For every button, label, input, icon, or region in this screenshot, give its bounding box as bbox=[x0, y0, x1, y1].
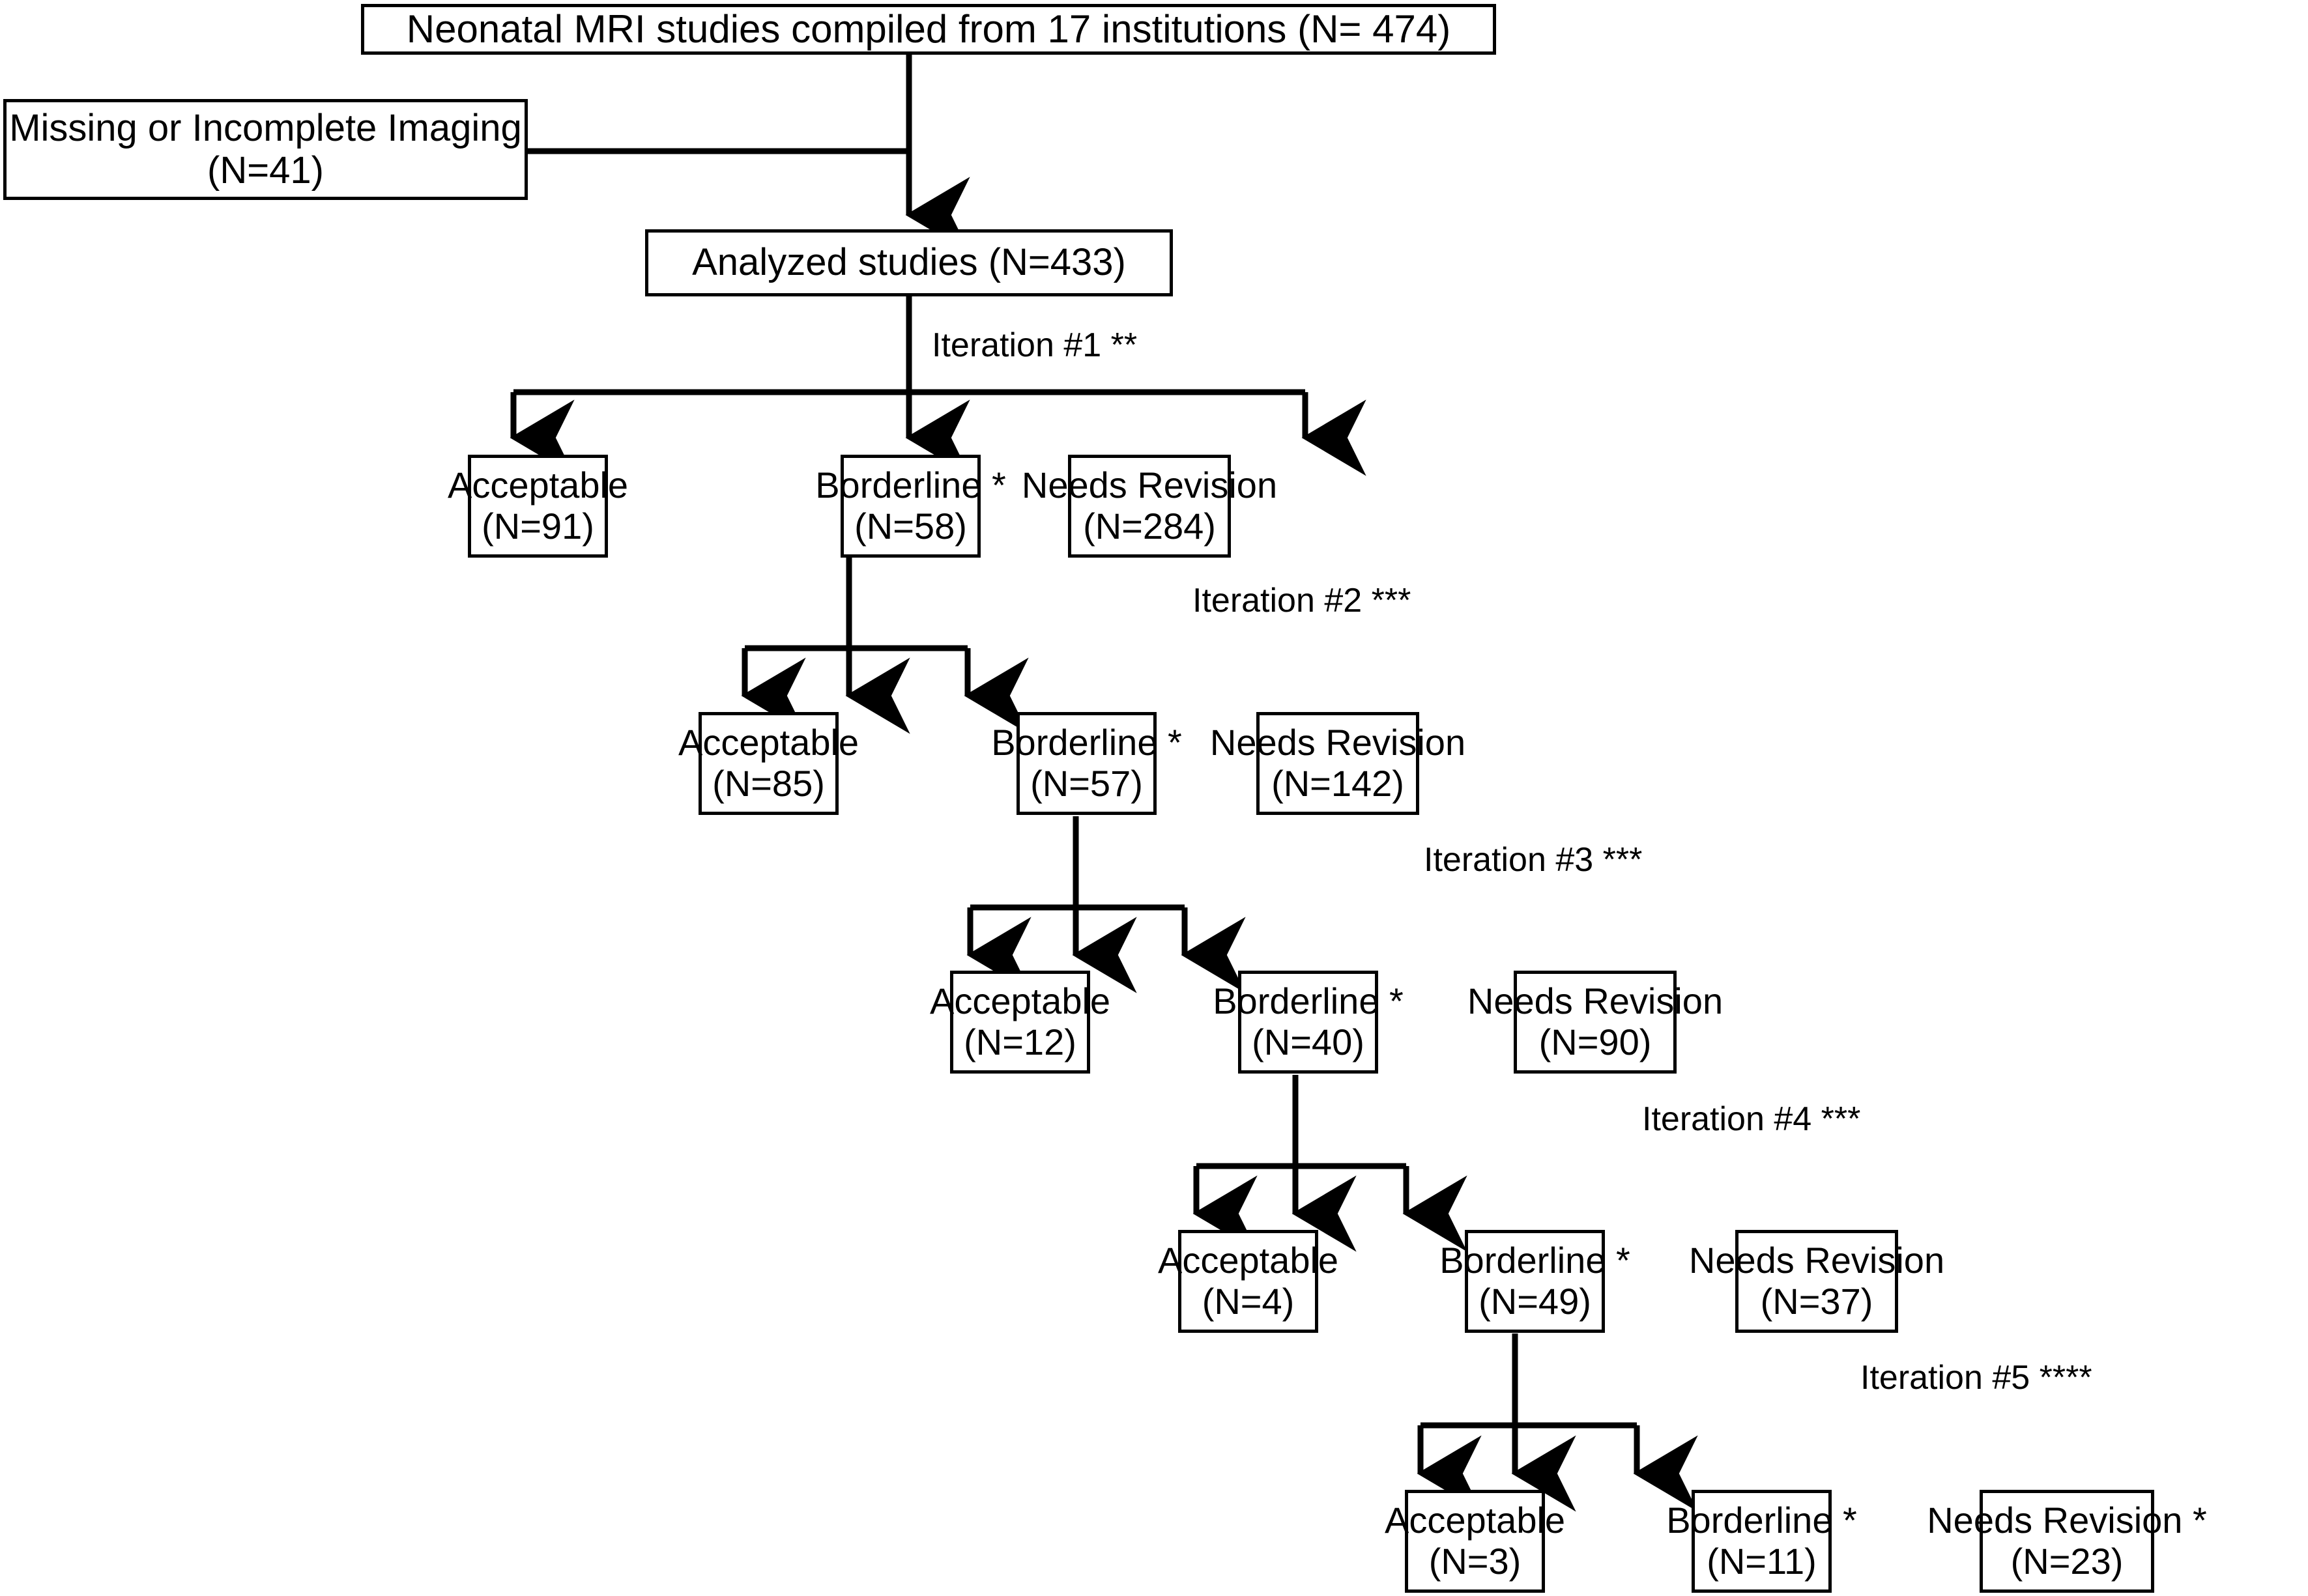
node-count: (N=57) bbox=[1030, 763, 1143, 804]
node-label: Needs Revision * bbox=[1927, 1500, 2207, 1541]
node-count: (N=12) bbox=[964, 1021, 1076, 1062]
node-iter5-acceptable[interactable]: Acceptable (N=3) bbox=[1385, 1490, 1565, 1593]
node-iter1-borderline[interactable]: Borderline * (N=58) bbox=[815, 455, 1006, 558]
node-iter1-acceptable[interactable]: Acceptable (N=91) bbox=[448, 455, 628, 558]
node-count: (N=37) bbox=[1760, 1281, 1873, 1322]
edge-label-iteration-3: Iteration #3 *** bbox=[1424, 841, 1643, 879]
edge-label-iteration-1: Iteration #1 ** bbox=[932, 326, 1138, 364]
node-count: (N=40) bbox=[1252, 1021, 1364, 1062]
node-count: (N=91) bbox=[482, 506, 594, 547]
node-iter4-needs-revision[interactable]: Needs Revision (N=37) bbox=[1689, 1230, 1944, 1333]
node-iter3-borderline[interactable]: Borderline * (N=40) bbox=[1213, 971, 1404, 1074]
node-source-label: Neonatal MRI studies compiled from 17 in… bbox=[406, 7, 1451, 51]
edge-label-iteration-2: Iteration #2 *** bbox=[1192, 582, 1411, 620]
node-label: Acceptable bbox=[1384, 1500, 1566, 1541]
edge-label-iteration-4: Iteration #4 *** bbox=[1642, 1100, 1861, 1138]
node-iter4-borderline[interactable]: Borderline * (N=49) bbox=[1439, 1230, 1630, 1333]
node-count: (N=23) bbox=[2010, 1541, 2124, 1582]
node-iter1-needs-revision[interactable]: Needs Revision (N=284) bbox=[1022, 455, 1277, 558]
node-label: Acceptable bbox=[929, 980, 1111, 1022]
node-count: (N=85) bbox=[712, 763, 825, 804]
node-count: (N=3) bbox=[1428, 1541, 1522, 1582]
node-count: (N=49) bbox=[1479, 1281, 1591, 1322]
node-label: Acceptable bbox=[678, 722, 859, 763]
node-excluded-count: (N=41) bbox=[207, 149, 324, 192]
node-label: Needs Revision bbox=[1209, 722, 1466, 763]
node-count: (N=58) bbox=[854, 506, 967, 547]
node-iter2-acceptable[interactable]: Acceptable (N=85) bbox=[678, 712, 859, 815]
node-count: (N=142) bbox=[1271, 763, 1404, 804]
edge-label-iteration-5: Iteration #5 **** bbox=[1860, 1359, 2092, 1397]
node-iter5-needs-revision[interactable]: Needs Revision * (N=23) bbox=[1927, 1490, 2207, 1593]
node-iter4-acceptable[interactable]: Acceptable (N=4) bbox=[1158, 1230, 1338, 1333]
node-source-studies[interactable]: Neonatal MRI studies compiled from 17 in… bbox=[361, 4, 1496, 55]
node-label: Needs Revision bbox=[1467, 980, 1724, 1022]
node-label: Borderline * bbox=[991, 722, 1182, 763]
node-label: Borderline * bbox=[1666, 1500, 1857, 1541]
node-label: Acceptable bbox=[1157, 1240, 1339, 1281]
node-count: (N=11) bbox=[1707, 1541, 1817, 1582]
node-excluded-label: Missing or Incomplete Imaging bbox=[9, 106, 522, 149]
node-iter5-borderline[interactable]: Borderline * (N=11) bbox=[1666, 1490, 1857, 1593]
node-label: Acceptable bbox=[447, 464, 629, 506]
node-count: (N=4) bbox=[1202, 1281, 1295, 1322]
node-iter2-needs-revision[interactable]: Needs Revision (N=142) bbox=[1210, 712, 1465, 815]
node-iter3-acceptable[interactable]: Acceptable (N=12) bbox=[930, 971, 1110, 1074]
node-iter3-needs-revision[interactable]: Needs Revision (N=90) bbox=[1467, 971, 1723, 1074]
node-count: (N=90) bbox=[1538, 1021, 1652, 1062]
node-analyzed-label: Analyzed studies (N=433) bbox=[692, 241, 1126, 284]
node-label: Needs Revision bbox=[1021, 464, 1278, 506]
node-analyzed-studies[interactable]: Analyzed studies (N=433) bbox=[645, 229, 1173, 296]
node-iter2-borderline[interactable]: Borderline * (N=57) bbox=[991, 712, 1182, 815]
node-excluded-missing-imaging[interactable]: Missing or Incomplete Imaging (N=41) bbox=[3, 99, 528, 200]
node-label: Borderline * bbox=[1439, 1240, 1630, 1281]
node-count: (N=284) bbox=[1083, 506, 1216, 547]
node-label: Needs Revision bbox=[1688, 1240, 1945, 1281]
node-label: Borderline * bbox=[1213, 980, 1404, 1022]
node-label: Borderline * bbox=[815, 464, 1006, 506]
